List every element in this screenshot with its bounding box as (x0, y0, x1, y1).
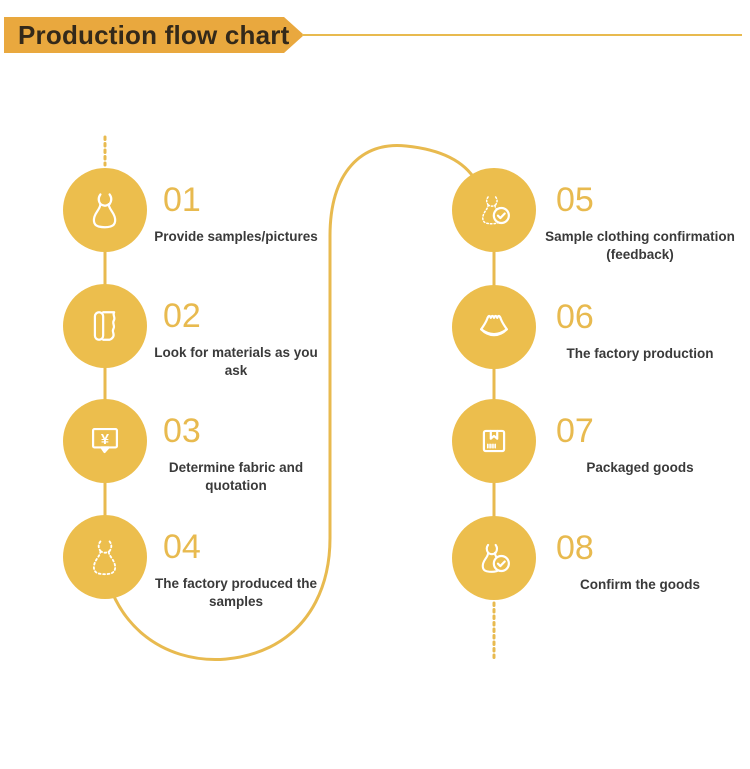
step-label: Confirm the goods (580, 577, 700, 593)
dress-icon (92, 193, 117, 229)
step-08: 08 Confirm the goods (452, 516, 742, 608)
page-title: Production flow chart (18, 19, 290, 50)
step-circle (63, 284, 147, 368)
step-number: 04 (163, 528, 201, 566)
fabric-roll-icon (93, 311, 116, 341)
step-number: 08 (556, 529, 594, 567)
step-number: 01 (163, 181, 201, 219)
step-circle (63, 168, 147, 252)
svg-text:¥: ¥ (101, 432, 110, 448)
price-quote-bubble-icon: ¥ (91, 427, 119, 454)
step-circle: ¥ (63, 399, 147, 483)
step-number: 07 (556, 412, 594, 450)
step-04: 04 The factory produced the samples (63, 515, 353, 609)
step-number: 03 (163, 412, 201, 450)
step-circle (63, 515, 147, 599)
step-number: 02 (163, 297, 201, 335)
package-box-icon (482, 429, 506, 453)
step-label: Look for materials as you ask (154, 345, 318, 378)
step-label: Sample clothing confirmation (feedback) (545, 229, 735, 262)
step-06: 06 The factory production (452, 285, 742, 377)
step-05: 05 Sample clothing confirmation (feedbac… (452, 168, 742, 262)
dotted-dress-check-icon (482, 196, 510, 225)
step-circle (452, 399, 536, 483)
step-07: 07 Packaged goods (452, 399, 742, 491)
step-circle (452, 516, 536, 600)
step-label: Packaged goods (586, 460, 694, 476)
step-01: 01 Provide samples/pictures (63, 168, 353, 260)
step-circle (452, 168, 536, 252)
page-title-banner: Production flow chart (4, 17, 304, 53)
step-circle (452, 285, 536, 369)
step-label: The factory produced the samples (154, 576, 318, 609)
header-rule-line (302, 34, 742, 36)
step-number: 05 (556, 181, 594, 219)
step-label: Provide samples/pictures (154, 229, 318, 245)
step-02: 02 Look for materials as you ask (63, 284, 353, 378)
step-03: ¥ 03 Determine fabric and quotation (63, 399, 353, 493)
step-label: Determine fabric and quotation (168, 460, 304, 493)
gown-icon (480, 314, 508, 337)
step-label: The factory production (566, 346, 714, 362)
dress-check-icon (481, 543, 510, 573)
step-number: 06 (556, 298, 594, 336)
dotted-dress-icon (93, 540, 117, 576)
